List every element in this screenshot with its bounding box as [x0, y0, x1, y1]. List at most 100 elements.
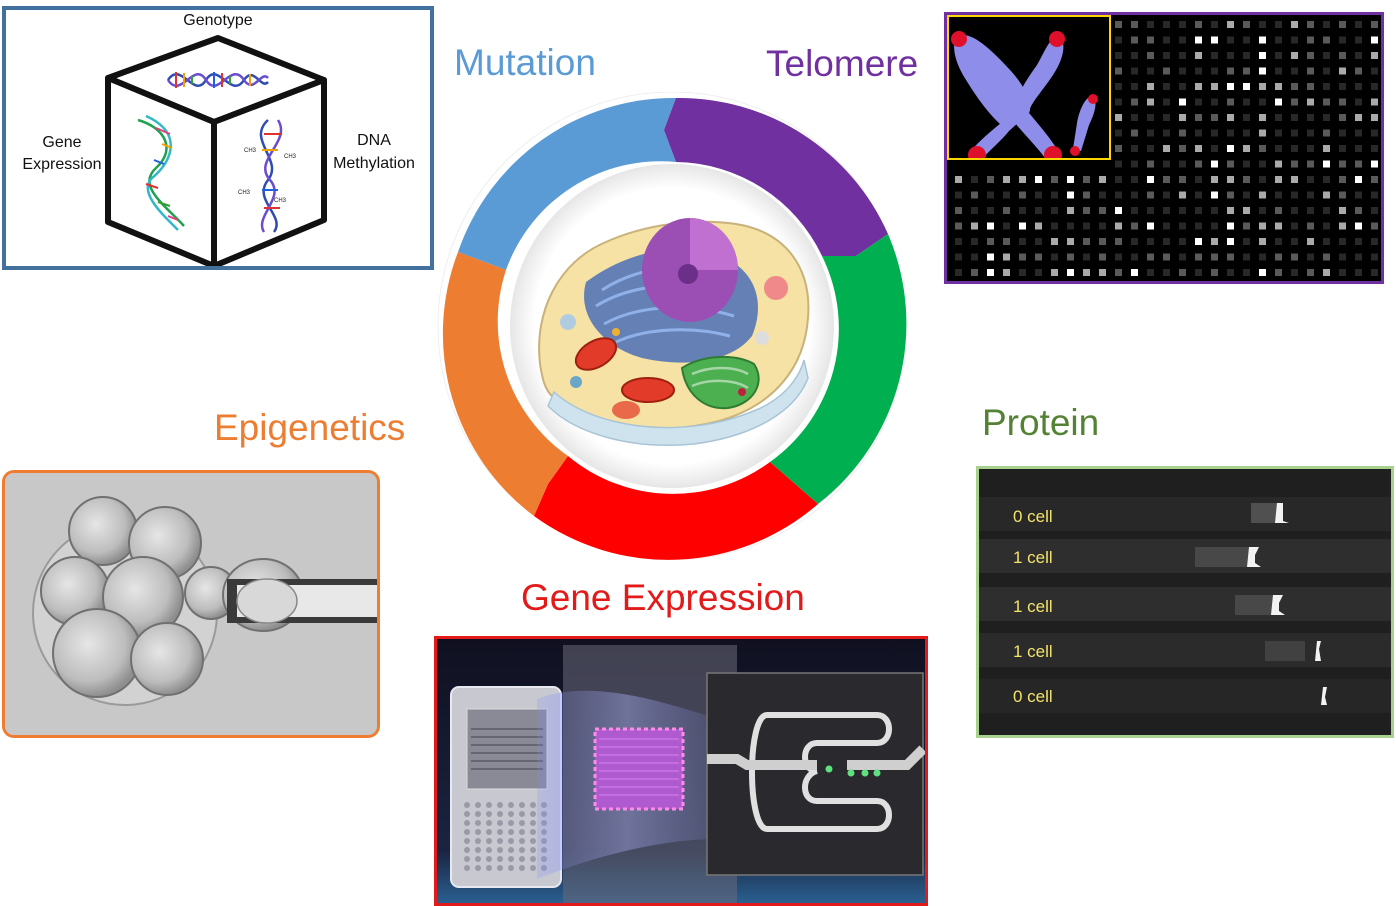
microarray-spot	[1243, 129, 1250, 137]
microarray-spot	[1307, 129, 1314, 137]
microarray-spot	[1339, 160, 1346, 168]
microarray-spot	[1067, 238, 1074, 245]
chip-well	[475, 829, 481, 835]
microarray-spot	[1355, 21, 1362, 28]
microarray-spot	[1083, 222, 1090, 230]
microarray-spot	[1307, 207, 1314, 214]
microarray-spot	[1211, 269, 1218, 276]
microarray-spot	[1323, 253, 1330, 261]
chip-well	[497, 856, 503, 862]
chip-well	[486, 820, 492, 826]
microarray-spot	[1371, 191, 1378, 199]
chip-well	[475, 811, 481, 817]
microarray-spot	[1323, 238, 1330, 245]
microarray-spot	[1179, 253, 1186, 261]
microarray-spot	[1211, 98, 1218, 106]
microarray-spot	[1227, 160, 1234, 168]
microarray-spot	[1147, 129, 1154, 137]
chip-well	[497, 811, 503, 817]
chip-well	[497, 802, 503, 808]
microarray-spot	[1179, 160, 1186, 168]
microarray-spot	[1115, 129, 1122, 137]
microarray-spot	[1067, 207, 1074, 214]
microarray-spot	[1291, 222, 1298, 230]
microarray-spot	[1163, 67, 1170, 75]
microarray-spot	[1115, 21, 1122, 28]
microarray-spot	[1243, 21, 1250, 28]
microarray-spot	[955, 269, 962, 276]
microarray-spot	[1339, 36, 1346, 44]
chip-well	[486, 856, 492, 862]
microarray-spot	[1179, 222, 1186, 230]
microarray-spot	[1195, 238, 1202, 245]
microarray-spot	[1195, 98, 1202, 106]
chip-well	[519, 802, 525, 808]
chip-well	[530, 838, 536, 844]
microarray-spot	[1371, 114, 1378, 121]
microarray-spot	[1339, 114, 1346, 121]
microarray-spot	[1099, 191, 1106, 199]
microarray-spot	[1147, 83, 1154, 90]
microarray-spot	[1259, 98, 1266, 106]
microarray-spot	[1339, 129, 1346, 137]
microarray-spot	[1019, 176, 1026, 183]
microarray-spot	[1307, 67, 1314, 75]
microarray-spot	[1371, 238, 1378, 245]
microarray-spot	[955, 253, 962, 261]
microarray-spot	[971, 253, 978, 261]
microarray-spot	[1147, 176, 1154, 183]
microarray-spot	[1275, 67, 1282, 75]
microarray-spot	[1371, 129, 1378, 137]
microarray-spot	[987, 222, 994, 230]
microarray-spot	[1259, 176, 1266, 183]
microarray-spot	[1291, 36, 1298, 44]
microarray-spot	[1195, 52, 1202, 59]
chip-well	[508, 811, 514, 817]
microarray-spot	[1019, 269, 1026, 276]
microarray-spot	[1355, 238, 1362, 245]
microarray-spot	[1067, 269, 1074, 276]
microarray-spot	[1035, 222, 1042, 230]
microarray-spot	[1339, 253, 1346, 261]
chip-well	[530, 811, 536, 817]
microarray-spot	[1003, 238, 1010, 245]
embryo-micrograph-panel	[2, 470, 380, 738]
microarray-spot	[1291, 176, 1298, 183]
microarray-spot	[1099, 269, 1106, 276]
microarray-spot	[1291, 67, 1298, 75]
chip-well	[508, 820, 514, 826]
microarray-spot	[1131, 269, 1138, 276]
microchannel-image	[706, 672, 925, 876]
microarray-spot	[1179, 269, 1186, 276]
microarray-spot	[1291, 160, 1298, 168]
lane-label-5: 0 cell	[1013, 687, 1053, 706]
microarray-spot	[1195, 222, 1202, 230]
microarray-spot	[1243, 176, 1250, 183]
protein-blot-bands	[979, 469, 1391, 735]
microarray-spot	[1307, 191, 1314, 199]
microarray-spot	[1163, 98, 1170, 106]
chromosome-illustration	[949, 17, 1109, 164]
microarray-spot	[1339, 238, 1346, 245]
microarray-spot	[987, 238, 994, 245]
microarray-spot	[1259, 145, 1266, 152]
microarray-spot	[1147, 253, 1154, 261]
microarray-spot	[1131, 52, 1138, 59]
microarray-spot	[1195, 207, 1202, 214]
microarray-spot	[1003, 176, 1010, 183]
microarray-spot	[1227, 207, 1234, 214]
microarray-spot	[1211, 191, 1218, 199]
microarray-spot	[1083, 253, 1090, 261]
microarray-spot	[1323, 207, 1330, 214]
dna-helix-left-icon	[137, 114, 185, 231]
microarray-spot	[1099, 253, 1106, 261]
microarray-spot	[1355, 114, 1362, 121]
microarray-spot	[1275, 222, 1282, 230]
microarray-spot	[1307, 222, 1314, 230]
microarray-spot	[1371, 207, 1378, 214]
microarray-spot	[1147, 269, 1154, 276]
microarray-spot	[1259, 238, 1266, 245]
chip-well	[464, 865, 470, 871]
microarray-spot	[1147, 98, 1154, 106]
microarray-spot	[1243, 98, 1250, 106]
